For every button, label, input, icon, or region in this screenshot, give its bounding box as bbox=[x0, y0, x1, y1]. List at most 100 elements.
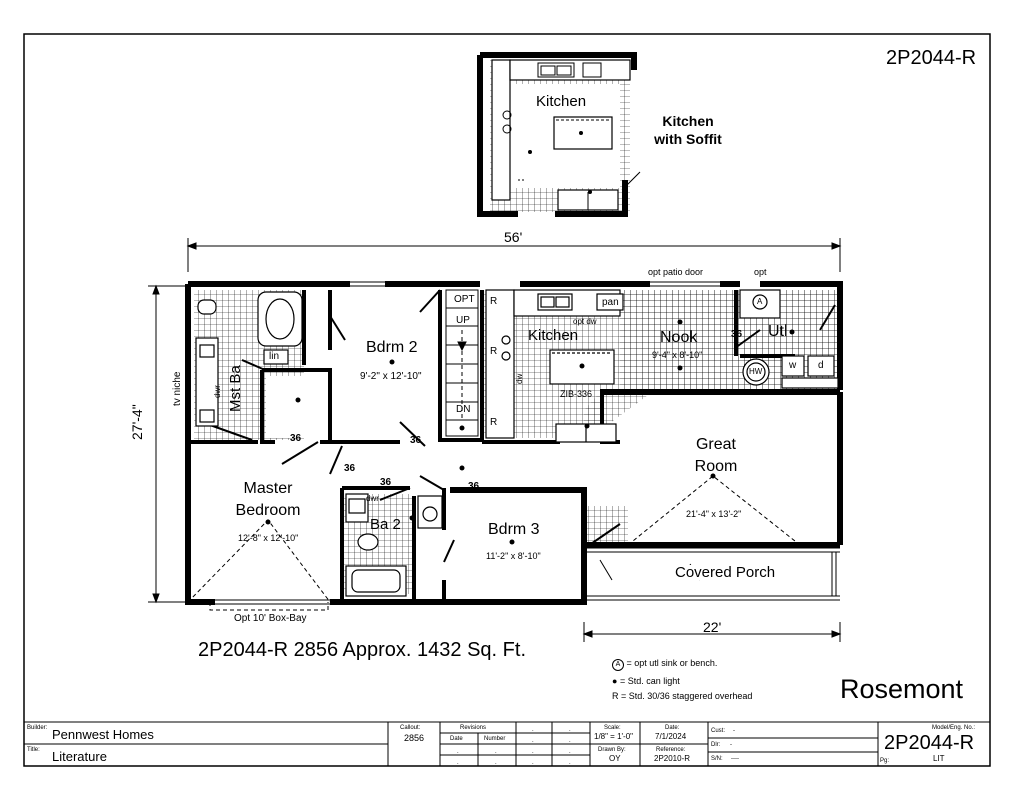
legend-symbol: A bbox=[612, 659, 624, 671]
pan-label: pan bbox=[602, 297, 619, 308]
inset-soffit-label: Kitchen with Soffit bbox=[654, 113, 722, 148]
rev-dot: . bbox=[569, 727, 571, 733]
door-swings bbox=[209, 289, 836, 563]
drawn-label: Drawn By: bbox=[598, 747, 626, 753]
title-block-grid bbox=[23, 721, 991, 767]
builder-label: Builder: bbox=[27, 725, 48, 731]
pg-value: LIT bbox=[933, 754, 945, 763]
opt-patio-door-label: opt patio door bbox=[648, 267, 704, 277]
date-label: Date: bbox=[665, 725, 680, 731]
washer-label: w bbox=[789, 360, 797, 371]
door-36-bdrm2: 36 bbox=[410, 435, 422, 446]
mst-dwr-label: dwr bbox=[213, 385, 222, 398]
scale-value: 1/8" = 1'-0" bbox=[594, 732, 634, 741]
tv-niche-label: tv niche bbox=[172, 371, 183, 406]
date-value: 7/1/2024 bbox=[655, 732, 687, 741]
master-bath-fixtures bbox=[195, 291, 303, 427]
master-bedroom-label: Master Bedroom bbox=[235, 480, 301, 519]
rev-dot: . bbox=[495, 760, 497, 766]
opt-box-bay-label: Opt 10' Box-Bay bbox=[234, 613, 307, 624]
legend-symbol: ● bbox=[612, 676, 618, 686]
rev-dot: . bbox=[569, 760, 571, 766]
legend-item: R = Std. 30/36 staggered overhead bbox=[612, 691, 752, 701]
great-room-vault bbox=[627, 475, 801, 546]
legend: A = opt utl sink or bench. ● = Std. can … bbox=[612, 658, 752, 701]
pg-label: Pg: bbox=[880, 758, 890, 764]
bdrm3-size: 11'-2" x 8'-10" bbox=[486, 551, 541, 561]
master-bedroom-size: 12'-8" x 12'-10" bbox=[238, 533, 299, 543]
opt-label: opt bbox=[754, 267, 767, 277]
dimension-lines bbox=[148, 238, 842, 642]
zib-label: ZIB-336 bbox=[560, 389, 593, 399]
rev-number-col: Number bbox=[484, 736, 506, 742]
scale-label: Scale: bbox=[604, 725, 621, 731]
rev-dot: . bbox=[495, 749, 497, 755]
rev-dot: . bbox=[569, 738, 571, 744]
model-value: 2P2044-R bbox=[884, 732, 975, 754]
bdrm2-label: Bdrm 2 bbox=[366, 339, 418, 356]
legend-item: ● = Std. can light bbox=[612, 676, 752, 686]
r-label-1: R bbox=[490, 296, 498, 307]
legend-text: = Std. can light bbox=[619, 676, 680, 686]
covered-porch-label: Covered Porch bbox=[675, 564, 776, 581]
title-value: Literature bbox=[52, 749, 107, 764]
door-36-bdrm3: 36 bbox=[468, 481, 480, 492]
water-heater-label: HW bbox=[749, 367, 763, 376]
kitchen-fixtures bbox=[485, 289, 624, 443]
rev-dot: . bbox=[532, 738, 534, 744]
stairs bbox=[445, 289, 479, 437]
legend-text: = Std. 30/36 staggered overhead bbox=[621, 691, 753, 701]
utility-fixtures bbox=[739, 289, 839, 389]
ref-value: 2P2010-R bbox=[654, 754, 691, 763]
mst-ba-label: Mst Ba bbox=[227, 365, 244, 412]
bath2-fixtures bbox=[345, 493, 443, 597]
r-label-2: R bbox=[490, 346, 498, 357]
sn-label: S/N: bbox=[711, 756, 723, 762]
great-room-label: Great Room bbox=[694, 436, 738, 475]
builder-value: Pennwest Homes bbox=[52, 727, 154, 742]
drawn-value: OY bbox=[609, 754, 621, 763]
cust-value: - bbox=[733, 728, 735, 734]
dlr-label: Dlr: bbox=[711, 742, 721, 748]
title-label: Title: bbox=[27, 747, 40, 753]
ba2-label: Ba 2 bbox=[370, 516, 401, 533]
porch-width-dim: 22' bbox=[703, 619, 722, 635]
ba2-dwr-label: dwr bbox=[366, 494, 379, 503]
rev-dot: . bbox=[457, 760, 459, 766]
revisions-label: Revisions bbox=[460, 725, 487, 731]
great-room-size: 21'-4" x 13'-2" bbox=[686, 509, 742, 519]
opt-sink-symbol: A bbox=[757, 297, 763, 306]
inset-kitchen-label: Kitchen bbox=[536, 93, 587, 110]
rev-dot: . bbox=[532, 749, 534, 755]
r-label-3: R bbox=[490, 417, 498, 428]
door-36-master: 36 bbox=[344, 463, 356, 474]
door-36-utl: 36 bbox=[731, 329, 743, 340]
dn-label: DN bbox=[456, 404, 471, 415]
nook-size: 9'-4" x 8'-10" bbox=[652, 350, 703, 360]
plan-caption: 2P2044-R 2856 Approx. 1432 Sq. Ft. bbox=[198, 639, 526, 661]
bdrm2-size: 9'-2" x 12'-10" bbox=[360, 371, 422, 382]
rev-dot: . bbox=[532, 727, 534, 733]
cust-label: Cust: bbox=[711, 728, 726, 734]
model-code-top: 2P2044-R bbox=[886, 47, 977, 69]
rev-dot: . bbox=[532, 760, 534, 766]
kitchen-inset bbox=[477, 52, 641, 217]
utl-label: Utl bbox=[768, 323, 788, 340]
dryer-label: d bbox=[818, 360, 824, 371]
rev-dot: . bbox=[457, 749, 459, 755]
rev-date-col: Date bbox=[450, 736, 463, 742]
lin-label: lin bbox=[269, 351, 280, 362]
interior-walls bbox=[188, 290, 795, 600]
sn-value: ---- bbox=[731, 756, 739, 762]
nook-label: Nook bbox=[660, 329, 698, 346]
up-label: UP bbox=[456, 315, 470, 326]
callout-label: Callout: bbox=[400, 725, 421, 731]
legend-symbol: R bbox=[612, 691, 619, 701]
opt-dw-label: opt dw bbox=[573, 317, 597, 326]
legend-item: A = opt utl sink or bench. bbox=[612, 658, 752, 671]
opt-stair-label: OPT bbox=[454, 294, 475, 305]
kitchen-label: Kitchen bbox=[528, 327, 579, 344]
bdrm3-label: Bdrm 3 bbox=[488, 521, 540, 538]
